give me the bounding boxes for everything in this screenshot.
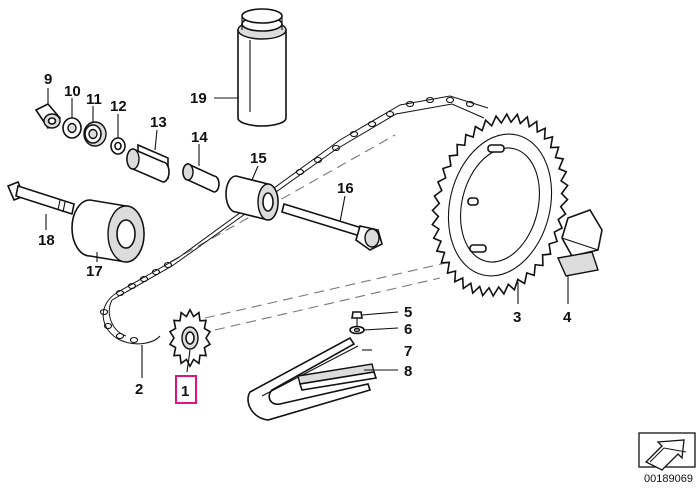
callout-10: 10: [64, 83, 81, 100]
part-4-slider-block: [556, 209, 603, 277]
callout-14: 14: [191, 129, 208, 146]
callout-9: 9: [44, 71, 52, 88]
part-15-bushing: [225, 175, 279, 221]
front-sprocket: [168, 308, 212, 368]
callout-7: 7: [404, 343, 412, 360]
callout-8: 8: [404, 363, 412, 380]
rear-sprocket: [431, 112, 569, 298]
part-17-roller: [71, 199, 145, 263]
callout-leader-lines: [45, 88, 569, 378]
callout-12: 12: [110, 98, 127, 115]
part-12-ring: [110, 137, 126, 155]
callout-3: 3: [513, 309, 521, 326]
part-7-chain-slider: [247, 336, 372, 421]
callout-19: 19: [190, 90, 207, 107]
callout-1[interactable]: 1: [181, 383, 189, 400]
navigation-arrow-icon[interactable]: [638, 432, 696, 471]
chain-guide-lines: [169, 134, 451, 331]
callout-6: 6: [404, 321, 412, 338]
callout-5: 5: [404, 304, 412, 321]
part-5-screw: [351, 311, 363, 328]
part-10-washer: [62, 117, 82, 139]
callout-2: 2: [135, 381, 143, 398]
part-16-bolt: [281, 202, 383, 251]
callout-16: 16: [337, 180, 354, 197]
part-11-nut: [83, 121, 107, 147]
part-6-washer: [349, 325, 365, 335]
callout-18: 18: [38, 232, 55, 249]
callout-11: 11: [86, 91, 102, 108]
document-number: 00189069: [644, 473, 693, 485]
callout-labels: 9 10 11 12 13 14 15 16 18 17 19 3 4 5 6 …: [38, 71, 572, 404]
part-18-bolt: [6, 180, 75, 216]
part-8-guide-strip: [297, 363, 378, 391]
part-19-sleeve: [237, 8, 287, 127]
part-13-spacer: [126, 143, 170, 183]
callout-13: 13: [150, 114, 167, 131]
callout-4: 4: [563, 309, 572, 326]
callout-17: 17: [86, 263, 103, 280]
part-9-bushing: [34, 103, 62, 130]
part-14-spacer: [182, 163, 220, 193]
callout-15: 15: [250, 150, 267, 167]
highlight-box-part-1: [175, 375, 197, 404]
